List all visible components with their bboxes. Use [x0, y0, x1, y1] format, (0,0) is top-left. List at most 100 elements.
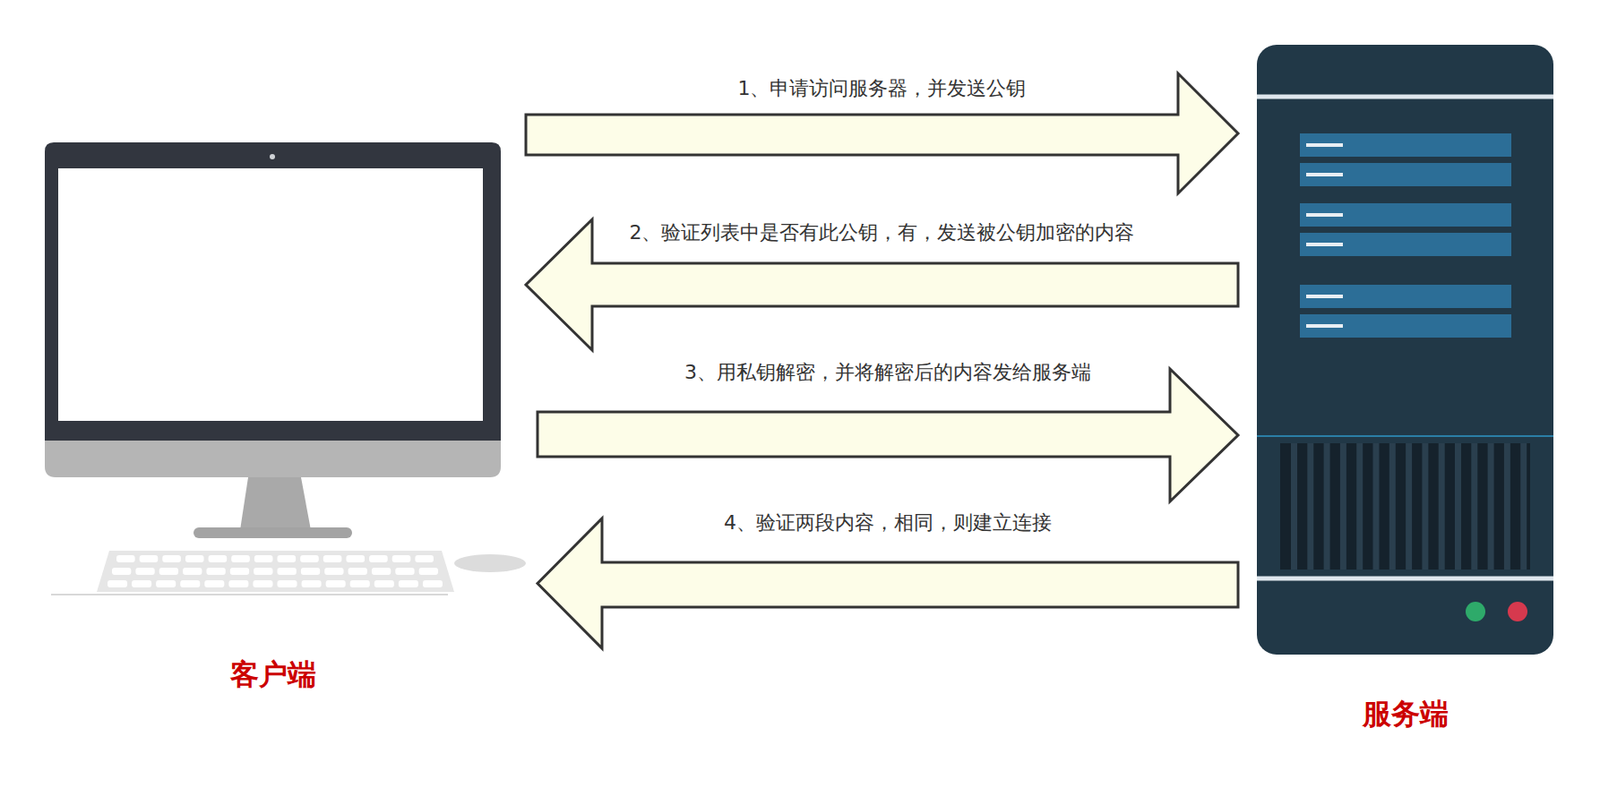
key [231, 555, 250, 563]
key [324, 567, 344, 576]
drive-led [1306, 172, 1343, 177]
key [374, 580, 395, 588]
key [277, 580, 298, 588]
monitor-chin [44, 440, 501, 478]
key [254, 555, 274, 563]
vent-gap [1340, 443, 1347, 570]
key [180, 580, 200, 588]
key [162, 555, 181, 563]
key [323, 555, 343, 563]
server-illustration [1256, 44, 1554, 655]
server-band [1256, 94, 1554, 100]
stand-base [193, 527, 353, 539]
key [345, 555, 365, 563]
vent-gap [1504, 443, 1511, 570]
key [135, 567, 155, 576]
key [326, 580, 346, 588]
key [253, 567, 273, 576]
keyboard [96, 550, 455, 593]
key [107, 580, 128, 588]
arrow-label: 4、验证两段内容，相同，则建立连接 [723, 511, 1052, 535]
key [369, 555, 388, 563]
key [350, 580, 370, 588]
server-vent-bars [1290, 443, 1527, 570]
monitor-stand [240, 477, 311, 531]
vent-gap [1324, 443, 1331, 570]
drive-bay [1299, 203, 1512, 227]
mouse [454, 554, 526, 573]
key [414, 555, 434, 563]
key [185, 555, 205, 563]
key [116, 555, 136, 563]
camera-dot [269, 154, 276, 160]
node-heading: 客户端 [230, 657, 317, 692]
arrow-label: 3、用私钥解密，并将解密后的内容发给服务端 [684, 361, 1092, 385]
arrow-label: 1、申请访问服务器，并发送公钥 [738, 77, 1027, 101]
key [208, 555, 228, 563]
status-light [1507, 602, 1528, 622]
server-divider [1256, 435, 1554, 438]
vent-gap [1488, 443, 1495, 570]
status-light [1465, 602, 1486, 622]
key [155, 580, 176, 588]
vent-gap [1356, 443, 1363, 570]
key [228, 580, 249, 588]
key [159, 567, 179, 576]
drive-bay [1299, 284, 1512, 309]
key [111, 567, 131, 576]
server-case [1256, 44, 1554, 655]
drive-bay [1299, 314, 1512, 338]
drive-led [1306, 213, 1343, 217]
server-vent [1280, 443, 1531, 570]
client-node: 客户端 [44, 134, 502, 692]
vent-gap [1454, 443, 1462, 570]
key [398, 580, 419, 588]
key [301, 567, 320, 576]
key [392, 555, 412, 563]
block-arrow [537, 518, 1239, 649]
block-arrow [525, 73, 1239, 194]
drive-led [1306, 294, 1343, 299]
drive-led [1306, 242, 1343, 247]
server-node: 服务端 [1256, 35, 1554, 732]
key [277, 555, 297, 563]
vent-gap [1438, 443, 1446, 570]
drive-led [1306, 324, 1343, 328]
drive-bay [1299, 232, 1512, 257]
computer-illustration [44, 142, 526, 595]
key [277, 567, 297, 576]
key [301, 580, 322, 588]
key [371, 567, 391, 576]
vent-gap [1520, 443, 1527, 570]
vent-gap [1389, 443, 1396, 570]
desk-shadow [51, 593, 448, 596]
monitor-bezel [44, 142, 501, 441]
drive-bay [1299, 163, 1512, 187]
server-band [1256, 576, 1554, 582]
key [182, 567, 202, 576]
vent-gap [1470, 443, 1478, 570]
key [419, 567, 439, 576]
block-arrow [537, 369, 1239, 502]
vent-gap [1290, 443, 1298, 570]
key [348, 567, 368, 576]
key [230, 567, 250, 576]
key [252, 580, 273, 588]
vent-gap [1307, 443, 1314, 570]
monitor-screen [58, 168, 483, 422]
vent-gap [1405, 443, 1412, 570]
arrow-label: 2、验证列表中是否有此公钥，有，发送被公钥加密的内容 [629, 221, 1136, 245]
key [206, 567, 225, 576]
drive-bay [1299, 133, 1512, 157]
node-heading: 服务端 [1362, 696, 1449, 732]
key [204, 580, 224, 588]
drive-led [1306, 143, 1343, 147]
vent-gap [1373, 443, 1380, 570]
server-drives [1299, 133, 1512, 338]
key [131, 580, 152, 588]
vent-gap [1421, 443, 1428, 570]
key [300, 555, 319, 563]
key [395, 567, 414, 576]
block-arrow [525, 219, 1239, 351]
key [139, 555, 159, 563]
